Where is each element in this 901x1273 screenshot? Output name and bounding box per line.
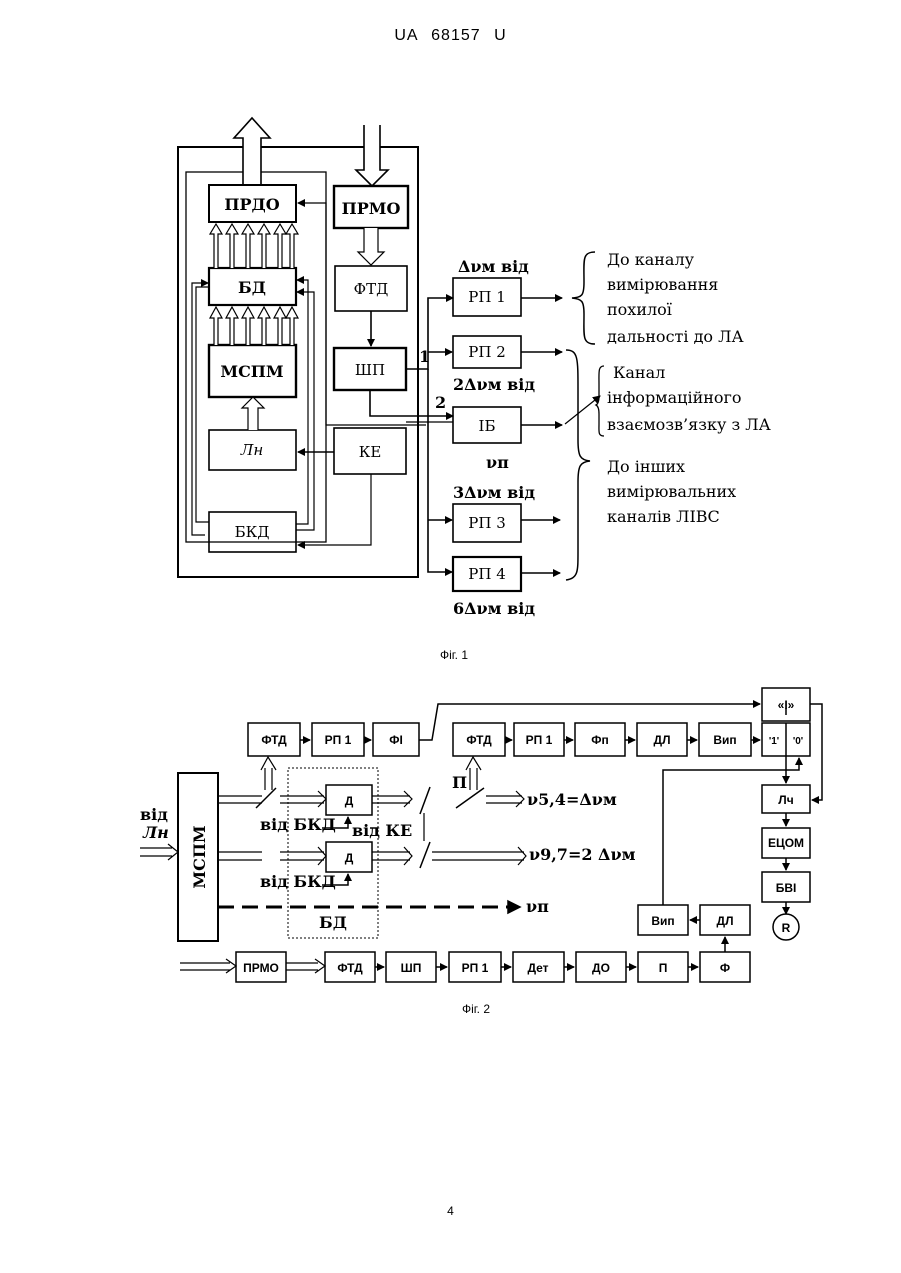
fig2-block-r: R <box>782 921 791 935</box>
fig1-block-mspm: МСПМ <box>220 362 283 381</box>
fig1-caption: Фіг. 1 <box>440 648 468 662</box>
fig1-line-2: 2 <box>435 393 446 412</box>
fig2-block-one: '1' <box>769 736 779 747</box>
fig1-note-other-2: вимірювальних <box>607 482 736 501</box>
fig2-label-nu97: ν9,7=2 Δνм <box>529 845 636 864</box>
fig2-label-vid-ke: від КЕ <box>352 821 412 840</box>
fig1-block-prdo: ПРДО <box>224 195 279 214</box>
fig1-note-info-2: інформаційного <box>607 388 742 407</box>
fig2-block-ftd3: ФТД <box>337 961 363 975</box>
fig1-note-range-2: вимірювання <box>607 275 718 294</box>
fig2-block-d2: Д <box>345 851 354 865</box>
figure-1 <box>178 118 604 591</box>
fig1-note-range-1: До каналу <box>607 250 695 269</box>
fig2-block-fi: ФІ <box>389 733 403 747</box>
fig2-block-prmo: ПРМО <box>243 961 279 975</box>
fig2-label-vid-bkd-2: від БКД <box>260 872 336 891</box>
fig2-block-ftd2: ФТД <box>466 733 492 747</box>
fig2-label-vid-ln-1: від <box>140 805 168 824</box>
fig2-label-vid-bkd-1: від БКД <box>260 815 336 834</box>
fig1-note-range-3: похилої <box>607 300 672 319</box>
fig2-block-f: Ф <box>720 961 730 975</box>
fig2-block-shp: ШП <box>401 961 422 975</box>
fig1-block-bd: БД <box>238 278 266 297</box>
fig2-block-bvi: БВІ <box>776 881 797 895</box>
fig1-note-other-3: каналів ЛІВС <box>607 507 720 526</box>
fig1-note-range-4: дальності до ЛА <box>607 327 744 346</box>
fig1-freq-rp4: 6Δνм від <box>453 599 535 618</box>
fig2-block-do: ДО <box>592 961 610 975</box>
fig2-block-dl2: ДЛ <box>717 914 734 928</box>
fig1-freq-rp1: Δνм від <box>458 257 529 276</box>
fig2-block-fp: Фп <box>591 733 609 747</box>
fig2-caption: Фіг. 2 <box>462 1002 490 1016</box>
fig1-note-info-1: Канал <box>613 363 665 382</box>
fig2-block-rp1a: РП 1 <box>325 733 352 747</box>
fig2-block-lch: Лч <box>778 793 793 807</box>
fig2-label-nu54: ν5,4=Δνм <box>527 790 617 809</box>
fig2-label-nup: νп <box>526 897 549 916</box>
fig2-block-det: Дет <box>527 961 548 975</box>
fig2-block-rp1c: РП 1 <box>462 961 489 975</box>
fig1-line-1: 1 <box>419 347 430 366</box>
fig1-block-prmo: ПРМО <box>342 199 401 218</box>
fig2-block-etsom: ЕЦОМ <box>768 836 804 850</box>
fig2-block-p: П <box>659 961 668 975</box>
fig2-label-p: П <box>452 773 467 792</box>
fig2-block-vip2: Вип <box>651 914 674 928</box>
fig1-block-rp3: РП 3 <box>468 514 506 532</box>
fig1-note-info-3: взаємозв’язку з ЛА <box>607 415 771 434</box>
fig1-block-shp: ШП <box>355 361 385 379</box>
fig1-block-ib: ІБ <box>479 417 496 435</box>
fig1-freq-rp3: 3Δνм від <box>453 483 535 502</box>
fig1-block-rp2: РП 2 <box>468 343 506 361</box>
fig2-label-vid-ln-2: Лн <box>142 823 169 842</box>
fig2-block-zero: '0' <box>793 736 803 747</box>
fig2-block-dl1: ДЛ <box>654 733 671 747</box>
fig1-note-other-1: До інших <box>607 457 685 476</box>
fig1-freq-rp2: 2Δνм від <box>453 375 535 394</box>
fig2-block-d1: Д <box>345 794 354 808</box>
fig1-freq-ib: νп <box>486 453 509 472</box>
fig2-block-bd: БД <box>319 913 347 932</box>
fig1-block-ln: Лн <box>240 441 263 459</box>
fig2-block-and: «І» <box>778 698 795 712</box>
fig1-block-rp1: РП 1 <box>468 288 506 306</box>
fig1-block-rp4: РП 4 <box>468 565 506 583</box>
fig1-block-ke: КЕ <box>359 443 382 461</box>
fig2-block-rp1b: РП 1 <box>526 733 553 747</box>
fig1-block-ftd: ФТД <box>354 280 389 298</box>
fig2-block-mspm: МСПМ <box>190 825 209 888</box>
fig2-block-ftd1: ФТД <box>261 733 287 747</box>
fig1-block-bkd: БКД <box>235 523 270 541</box>
page-number: 4 <box>0 1204 901 1218</box>
fig2-block-vip1: Вип <box>713 733 736 747</box>
